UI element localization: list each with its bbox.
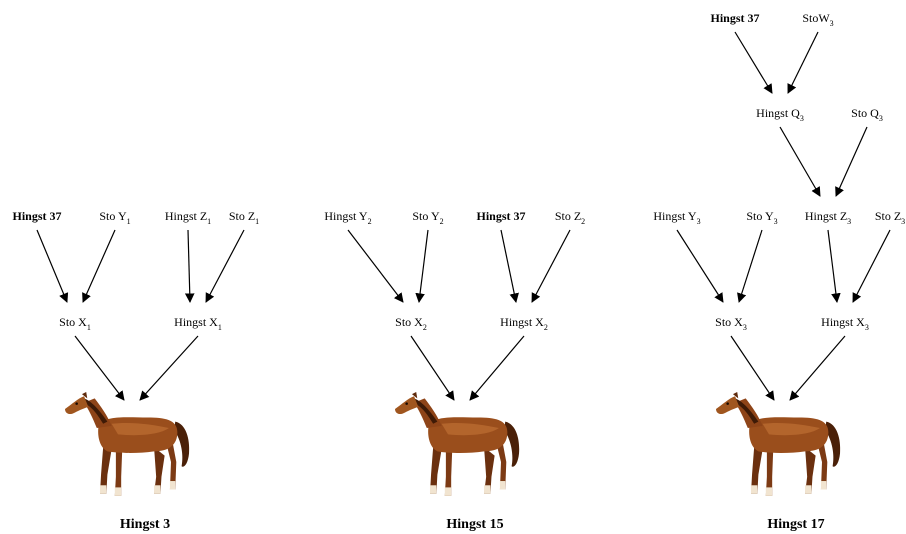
node-subscript: 1: [87, 323, 91, 332]
arrow-3-ggp1-to-gp0: [734, 31, 773, 94]
pedigree-3-node-gp1: Hingst Y3: [653, 209, 700, 226]
node-subscript: 2: [440, 217, 444, 226]
pedigree-3-node-gp0b: Sto Q3: [851, 106, 883, 123]
node-subscript: 3: [800, 114, 804, 123]
pedigree-1-node-gp1: Hingst 37: [12, 209, 61, 223]
pedigree-3-node-p2: Hingst X3: [821, 315, 869, 332]
node-name: StoW: [802, 11, 830, 25]
node-name: Hingst Z: [165, 209, 207, 223]
pedigree-3-node-p1: Sto X3: [715, 315, 747, 332]
node-subscript: 1: [218, 323, 222, 332]
node-subscript: 1: [255, 217, 259, 226]
node-name: Hingst Y: [324, 209, 368, 223]
pedigree-1-node-gp2: Sto Y1: [99, 209, 130, 226]
arrow-3-ggp2-to-gp0: [787, 31, 819, 94]
node-name: Hingst Z: [805, 209, 847, 223]
node-name: Hingst Q: [756, 106, 800, 120]
node-subscript: 3: [743, 323, 747, 332]
node-subscript: 3: [901, 217, 905, 226]
arrow-1-gp1-to-p1: [36, 229, 69, 303]
arrow-2-gp4-to-p2: [531, 229, 571, 303]
horse-icon-2: [395, 392, 520, 496]
node-name: Sto Z: [555, 209, 581, 223]
node-subscript: 2: [423, 323, 427, 332]
node-name: Hingst 37: [12, 209, 61, 223]
pedigree-3-node-ggp1: Hingst 37: [710, 11, 759, 25]
node-subscript: 2: [581, 217, 585, 226]
title-layer: Hingst 3 Hingst 15 Hingst 17: [120, 517, 825, 532]
pedigree-3-node-gp4: Sto Z3: [875, 209, 905, 226]
pedigree-2-node-gp4: Sto Z2: [555, 209, 585, 226]
arrow-2-p1-to-horse: [410, 335, 455, 401]
node-subscript: 3: [847, 217, 851, 226]
node-subscript: 2: [368, 217, 372, 226]
node-name: Hingst 37: [476, 209, 525, 223]
node-subscript: 3: [830, 19, 834, 28]
arrow-2-gp1-to-p1: [347, 229, 404, 303]
node-name: Hingst X: [174, 315, 218, 329]
pedigree-title-3: Hingst 17: [767, 517, 824, 532]
arrow-3-gp2-to-p1: [737, 229, 763, 303]
pedigree-title-1: Hingst 3: [120, 517, 170, 532]
node-subscript: 2: [544, 323, 548, 332]
pedigree-1-node-p2: Hingst X1: [174, 315, 222, 332]
node-subscript: 3: [879, 114, 883, 123]
pedigree-title-2: Hingst 15: [446, 517, 503, 532]
pedigree-2-node-gp1: Hingst Y2: [324, 209, 371, 226]
pedigree-2-node-p1: Sto X2: [395, 315, 427, 332]
horse-icon-3: [716, 392, 841, 496]
horse-icon-1: [65, 392, 190, 496]
arrow-3-p2-to-horse: [789, 335, 846, 401]
node-name: Sto Z: [875, 209, 901, 223]
pedigree-3-node-gp2: Sto Y3: [746, 209, 777, 226]
pedigree-2-node-p2: Hingst X2: [500, 315, 548, 332]
node-name: Sto X: [395, 315, 423, 329]
pedigree-3-node-gp3: Hingst Z3: [805, 209, 851, 226]
arrow-1-gp4-to-p2: [205, 229, 245, 303]
pedigree-1-node-gp4: Sto Z1: [229, 209, 259, 226]
arrow-1-gp3-to-p2: [184, 229, 195, 303]
node-subscript: 3: [697, 217, 701, 226]
node-name: Hingst X: [821, 315, 865, 329]
node-name: Sto Y: [746, 209, 774, 223]
horse-layer: [65, 392, 841, 496]
arrow-3-gp1-to-p1: [676, 229, 724, 303]
node-name: Sto Q: [851, 106, 879, 120]
pedigree-3-node-gp0: Hingst Q3: [756, 106, 804, 123]
node-name: Sto Y: [412, 209, 440, 223]
node-name: Sto X: [715, 315, 743, 329]
arrow-3-gp0b-to-gp3: [835, 126, 868, 197]
node-name: Hingst 37: [710, 11, 759, 25]
arrow-2-gp3-to-p2: [500, 229, 519, 303]
arrow-1-p2-to-horse: [139, 335, 199, 401]
node-name: Sto Z: [229, 209, 255, 223]
node-subscript: 1: [207, 217, 211, 226]
node-subscript: 1: [127, 217, 131, 226]
node-subscript: 3: [774, 217, 778, 226]
pedigree-1-node-p1: Sto X1: [59, 315, 91, 332]
arrow-3-gp0-to-gp3: [779, 126, 821, 197]
node-subscript: 3: [865, 323, 869, 332]
arrow-2-gp2-to-p1: [415, 229, 429, 303]
node-name: Sto Y: [99, 209, 127, 223]
arrow-3-p1-to-horse: [730, 335, 775, 401]
arrow-layer: [36, 31, 891, 401]
pedigree-3-node-ggp2: StoW3: [802, 11, 833, 28]
pedigree-1-node-gp3: Hingst Z1: [165, 209, 211, 226]
pedigree-2-node-gp3: Hingst 37: [476, 209, 525, 223]
arrow-1-gp2-to-p1: [82, 229, 116, 303]
arrow-1-p1-to-horse: [74, 335, 125, 401]
arrow-3-gp4-to-p2: [852, 229, 891, 303]
node-name: Sto X: [59, 315, 87, 329]
arrow-3-gp3-to-p2: [827, 229, 841, 303]
node-name: Hingst X: [500, 315, 544, 329]
arrow-2-p2-to-horse: [469, 335, 525, 401]
node-name: Hingst Y: [653, 209, 697, 223]
pedigree-2-node-gp2: Sto Y2: [412, 209, 443, 226]
